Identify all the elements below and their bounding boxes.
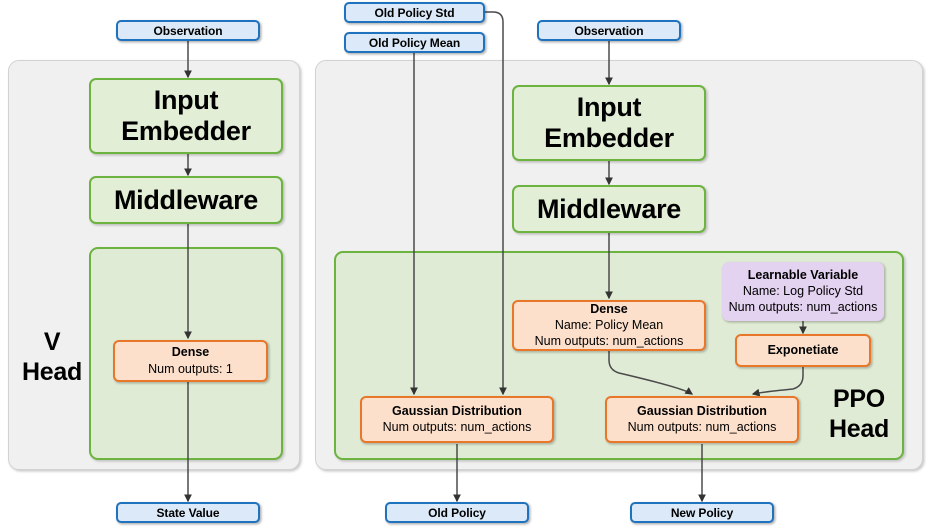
- ppo-dense-policy-mean[interactable]: Dense Name: Policy Mean Num outputs: num…: [512, 300, 706, 351]
- v-input-embedder[interactable]: Input Embedder: [89, 78, 283, 154]
- output-old-policy[interactable]: Old Policy: [385, 502, 529, 523]
- input-old-policy-std-label: Old Policy Std: [374, 5, 455, 20]
- input-observation-v[interactable]: Observation: [116, 20, 260, 41]
- ppo-gaussian-new-num-outputs: Num outputs: num_actions: [627, 420, 777, 435]
- v-head-caption-line2: Head: [22, 357, 82, 386]
- ppo-middleware-label: Middleware: [536, 193, 682, 224]
- ppo-head-caption: PPO Head: [815, 385, 903, 444]
- ppo-exponetiate[interactable]: Exponetiate: [735, 334, 871, 367]
- ppo-gaussian-old-title: Gaussian Distribution: [392, 403, 522, 418]
- input-observation-ppo[interactable]: Observation: [537, 20, 681, 41]
- ppo-middleware[interactable]: Middleware: [512, 185, 706, 233]
- ppo-gaussian-distribution-old[interactable]: Gaussian Distribution Num outputs: num_a…: [360, 396, 554, 443]
- v-head-caption-line1: V: [43, 328, 61, 356]
- ppo-exponetiate-label: Exponetiate: [767, 342, 839, 357]
- ppo-gaussian-new-title: Gaussian Distribution: [637, 403, 767, 418]
- ppo-head-caption-line1: PPO: [833, 385, 885, 413]
- input-observation-ppo-label: Observation: [574, 23, 644, 38]
- v-dense-num-outputs: Num outputs: 1: [148, 361, 233, 376]
- ppo-head-caption-line2: Head: [829, 414, 889, 443]
- output-new-policy[interactable]: New Policy: [630, 502, 774, 523]
- input-old-policy-mean-label: Old Policy Mean: [368, 35, 461, 50]
- output-state-value-label: State Value: [156, 505, 220, 520]
- ppo-learnable-variable[interactable]: Learnable Variable Name: Log Policy Std …: [722, 262, 884, 321]
- output-state-value[interactable]: State Value: [116, 502, 260, 523]
- v-middleware-label: Middleware: [113, 184, 259, 215]
- ppo-learnable-variable-title: Learnable Variable: [747, 267, 859, 282]
- ppo-gaussian-old-num-outputs: Num outputs: num_actions: [382, 420, 532, 435]
- ppo-gaussian-distribution-new[interactable]: Gaussian Distribution Num outputs: num_a…: [605, 396, 799, 443]
- ppo-learnable-variable-num-outputs: Num outputs: num_actions: [728, 300, 878, 315]
- output-old-policy-label: Old Policy: [428, 505, 486, 520]
- v-head-caption: V Head: [16, 328, 88, 387]
- input-old-policy-mean[interactable]: Old Policy Mean: [344, 32, 485, 53]
- input-old-policy-std[interactable]: Old Policy Std: [344, 2, 485, 23]
- v-input-embedder-label: Input Embedder: [121, 85, 251, 146]
- v-dense-title: Dense: [171, 345, 210, 360]
- output-new-policy-label: New Policy: [670, 505, 734, 520]
- ppo-dense-name: Name: Policy Mean: [554, 318, 664, 333]
- ppo-input-embedder-label: Input Embedder: [544, 92, 674, 153]
- ppo-dense-num-outputs: Num outputs: num_actions: [534, 334, 684, 349]
- input-observation-v-label: Observation: [153, 23, 223, 38]
- ppo-learnable-variable-name: Name: Log Policy Std: [742, 284, 864, 299]
- v-middleware[interactable]: Middleware: [89, 176, 283, 224]
- ppo-dense-title: Dense: [590, 301, 628, 316]
- v-dense[interactable]: Dense Num outputs: 1: [113, 340, 268, 382]
- ppo-input-embedder[interactable]: Input Embedder: [512, 85, 706, 161]
